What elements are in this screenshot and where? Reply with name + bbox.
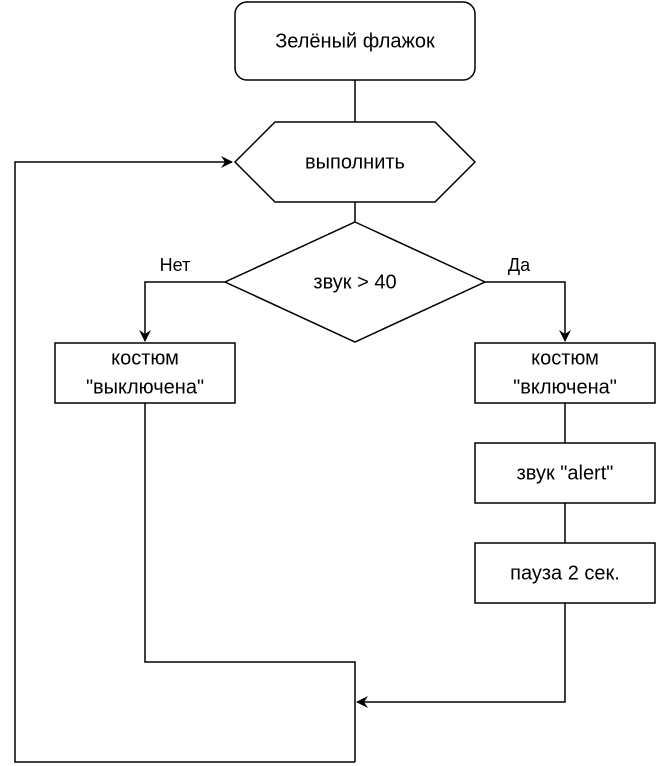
decision-label: звук > 40 (313, 271, 396, 293)
costume-on-node: костюм "включена" (474, 342, 656, 404)
start-label: Зелёный флажок (275, 30, 435, 52)
costume-off-line1: костюм (111, 347, 179, 369)
decision-node: звук > 40 (223, 221, 487, 343)
costume-on-line1: костюм (531, 347, 599, 369)
edge-costume-off-to-merge (144, 403, 356, 762)
edge-loop-back (14, 156, 355, 763)
costume-off-line2: "выключена" (86, 376, 204, 398)
branch-yes-label: Да (508, 255, 531, 275)
edge-decision-yes (485, 281, 571, 342)
sound-label: звук "alert" (517, 462, 614, 484)
loop-node: выполнить (233, 121, 477, 203)
edge-decision-no (139, 281, 225, 342)
sound-node: звук "alert" (474, 442, 656, 504)
branch-no-label: Нет (160, 255, 191, 275)
connectors (14, 80, 571, 763)
loop-label: выполнить (305, 151, 405, 173)
start-node: Зелёный флажок (234, 1, 476, 81)
pause-label: пауза 2 сек. (510, 562, 620, 584)
edge-pause-to-merge (356, 603, 566, 708)
costume-on-line2: "включена" (513, 376, 617, 398)
costume-off-node: костюм "выключена" (54, 342, 236, 404)
pause-node: пауза 2 сек. (474, 542, 656, 604)
